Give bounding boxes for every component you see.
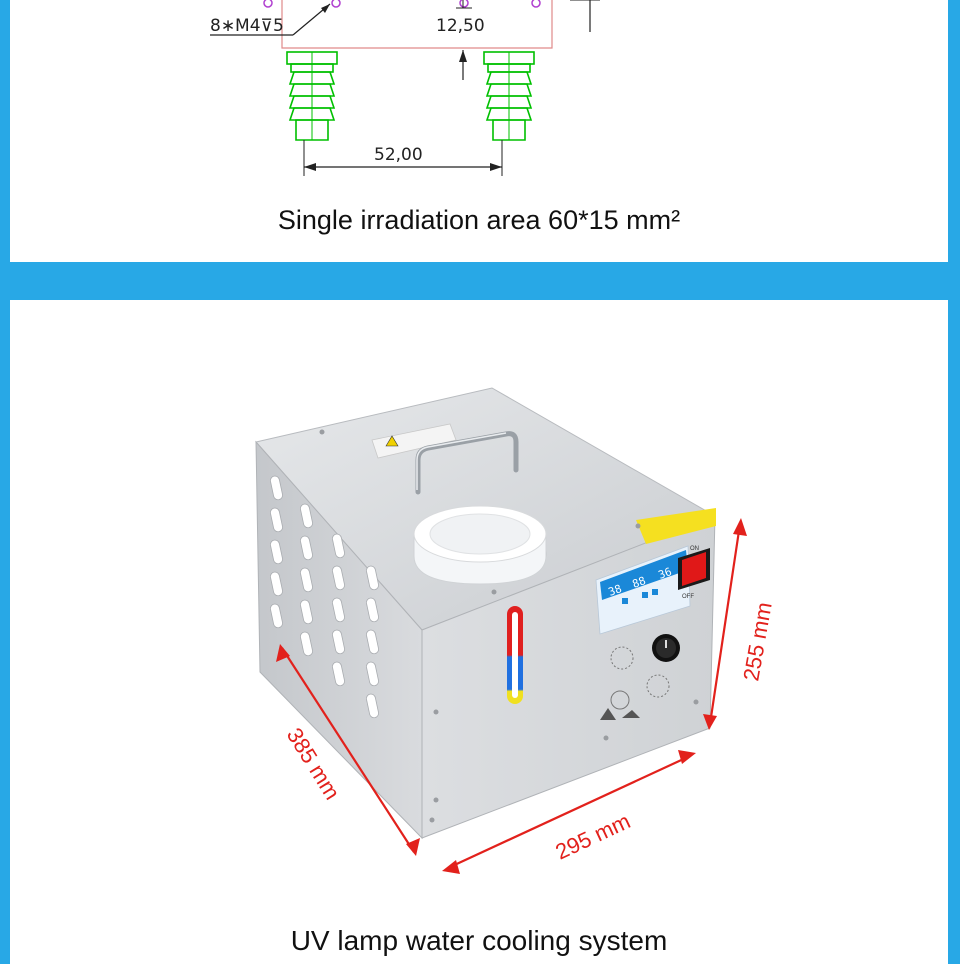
svg-text:ON: ON: [690, 546, 699, 552]
display-digits: 38 88 36: [607, 565, 674, 599]
svg-text:38: 38: [607, 582, 624, 599]
panel-button: [642, 592, 648, 598]
mount-hole: [331, 0, 341, 8]
technical-drawing-panel: 8∗M4⊽5 12,50: [10, 0, 948, 262]
dimension-small-text: 12,50: [436, 16, 485, 36]
mount-hole: [459, 0, 469, 8]
hole-callout-text: 8∗M4⊽5: [210, 16, 284, 36]
caption-irradiation-area: Single irradiation area 60*15 mm²: [277, 205, 681, 235]
water-cooling-unit-illustration: 38 88 36 ON OFF: [255, 387, 777, 874]
dimension-arrows: [276, 518, 747, 874]
mount-hole: [263, 0, 273, 8]
carry-handle: [415, 431, 519, 495]
caption-cooling-system: UV lamp water cooling system: [290, 925, 668, 956]
svg-text:36: 36: [657, 565, 674, 582]
svg-text:OFF: OFF: [682, 594, 694, 600]
panel-button: [652, 589, 658, 595]
dimension-height-label: 255 mm: [738, 600, 776, 683]
dial-scale: [610, 690, 630, 710]
indicator-icon: [600, 708, 616, 720]
hose-fitting-left: [286, 51, 338, 141]
screws: [319, 429, 699, 823]
technical-drawing: 8∗M4⊽5 12,50: [210, 0, 600, 176]
dimension-width-label: 295 mm: [552, 808, 635, 864]
mount-hole: [531, 0, 541, 8]
warning-icon: [385, 435, 399, 447]
temperature-display: [600, 550, 688, 600]
callout-arrowhead: [321, 4, 330, 13]
hose-fitting-right: [483, 51, 535, 141]
vent-slots: [270, 475, 379, 719]
warning-sticker: [371, 423, 457, 459]
power-switch-icon: [682, 552, 706, 586]
svg-text:88: 88: [631, 574, 648, 591]
yellow-label: [636, 508, 716, 544]
housing-outline: [281, 0, 553, 49]
product-panel: 38 88 36 ON OFF: [10, 300, 948, 964]
dimension-width-text: 52,00: [374, 145, 423, 165]
dial-scale: [610, 646, 634, 670]
panel-button: [622, 598, 628, 604]
dial-scale: [646, 674, 670, 698]
